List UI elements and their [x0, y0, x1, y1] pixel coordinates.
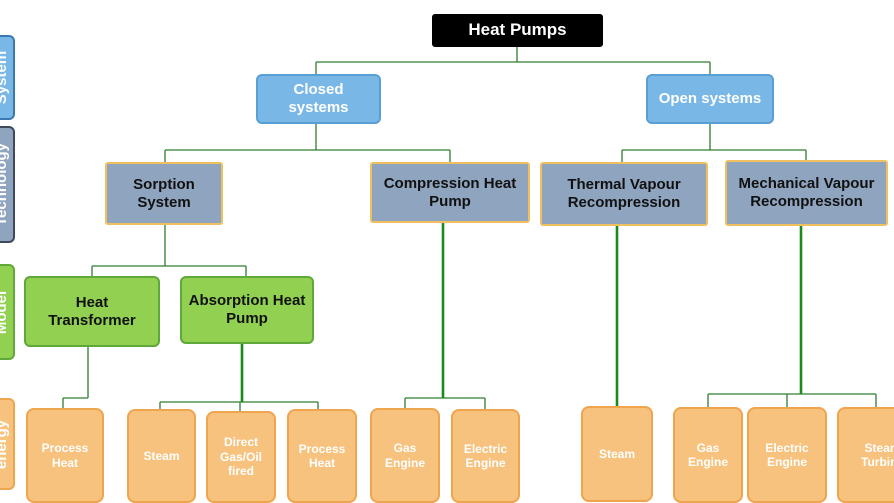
node-open-systems: Open systems — [646, 74, 774, 124]
node-closed-systems: Closed systems — [256, 74, 381, 124]
side-label-system: System — [0, 35, 15, 120]
node-energy-gas-engine: Gas Engine — [673, 407, 743, 503]
node-compression-heat-pump: Compression Heat Pump — [370, 162, 530, 223]
node-heat-transformer: Heat Transformer — [24, 276, 160, 347]
node-energy-gas-engine: Gas Engine — [370, 408, 440, 503]
root-node-heat-pumps: Heat Pumps — [432, 14, 603, 47]
node-thermal-vapour-recompression: Thermal Vapour Recompression — [540, 162, 708, 226]
node-energy-process-heat: Process Heat — [26, 408, 104, 503]
side-label-technology: Technology — [0, 126, 15, 243]
node-energy-steam: Steam — [127, 409, 196, 503]
node-mechanical-vapour-recompression: Mechanical Vapour Recompression — [725, 160, 888, 226]
node-energy-direct-gas-oil-fired: Direct Gas/Oil fired — [206, 411, 276, 503]
node-energy-steam: Steam — [581, 406, 653, 502]
node-energy-electric-engine: Electric Engine — [747, 407, 827, 503]
node-energy-steam-turbine: Steam Turbine — [837, 407, 894, 503]
side-label-model: Model — [0, 264, 15, 360]
node-energy-electric-engine: Electric Engine — [451, 409, 520, 503]
node-absorption-heat-pump: Absorption Heat Pump — [180, 276, 314, 344]
side-label-energy: energy — [0, 398, 15, 490]
node-sorption-system: Sorption System — [105, 162, 223, 225]
node-energy-process-heat: Process Heat — [287, 409, 357, 503]
